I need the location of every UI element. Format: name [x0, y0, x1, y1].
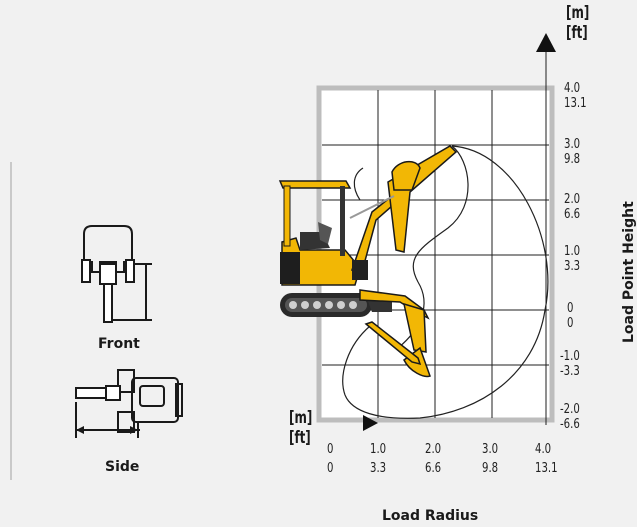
- x-tick-ft: 3.3: [370, 461, 387, 476]
- x-tick-ft: 9.8: [482, 461, 499, 476]
- y-tick-ft: 13.1: [564, 96, 587, 111]
- x-tick-m: 2.0: [425, 442, 442, 457]
- side-label: Side: [105, 459, 140, 475]
- working-range-curves: [342, 145, 549, 419]
- x-tick-ft: 6.6: [425, 461, 442, 476]
- y-tick-m: 1.0: [564, 244, 581, 259]
- y-tick-m: 2.0: [564, 192, 581, 207]
- x-axis-title: Load Radius: [382, 508, 479, 524]
- x-unit-m: [m]: [289, 408, 313, 428]
- y-tick-m: -1.0: [560, 349, 580, 364]
- y-tick-ft: 9.8: [564, 152, 581, 167]
- x-tick-ft: 0: [327, 461, 334, 476]
- y-tick-ft: -6.6: [560, 417, 580, 432]
- x-tick-m: 4.0: [535, 442, 552, 457]
- y-tick-m: 0: [567, 301, 574, 316]
- y-tick-ft: 0: [567, 316, 574, 331]
- y-unit-m: [m]: [566, 3, 590, 23]
- x-tick-m: 3.0: [482, 442, 499, 457]
- x-tick-m: 1.0: [370, 442, 387, 457]
- x-tick-m: 0: [327, 442, 334, 457]
- y-tick-ft: 6.6: [564, 207, 581, 222]
- y-axis-title: Load Point Height: [621, 201, 637, 343]
- y-tick-ft: -3.3: [560, 364, 580, 379]
- y-tick-m: 4.0: [564, 81, 581, 96]
- y-tick-ft: 3.3: [564, 259, 581, 274]
- x-tick-ft: 13.1: [535, 461, 558, 476]
- y-tick-m: -2.0: [560, 402, 580, 417]
- y-axis-arrow: [536, 33, 556, 52]
- y-tick-m: 3.0: [564, 137, 581, 152]
- y-unit-ft: [ft]: [566, 23, 588, 43]
- side-view-diagram: [75, 369, 183, 438]
- x-axis-arrow: [363, 415, 378, 431]
- front-view-diagram: [81, 225, 152, 323]
- chart-gridlines: [322, 90, 549, 418]
- x-unit-ft: [ft]: [289, 428, 311, 448]
- excavator-illustration: [278, 145, 458, 378]
- panel-divider: [10, 162, 12, 480]
- front-label: Front: [98, 336, 140, 352]
